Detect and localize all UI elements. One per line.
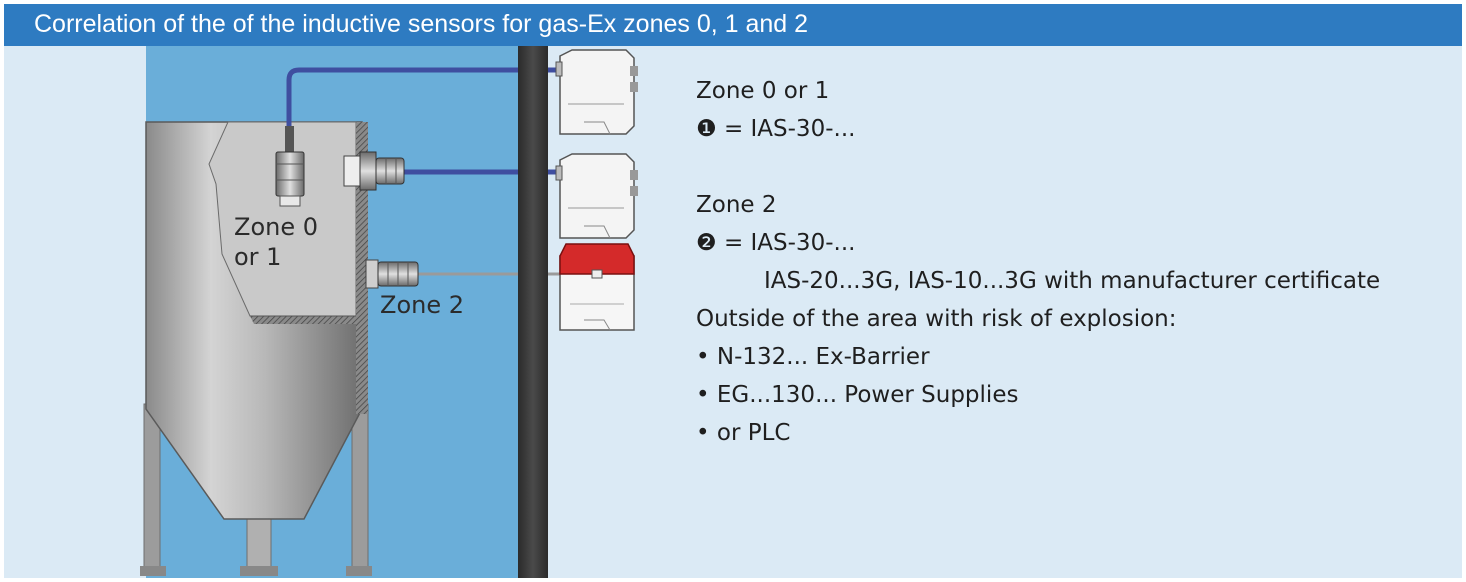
zone-label-inner: Zone 0 or 1: [234, 212, 318, 272]
zone-label-inner-line1: Zone 0: [234, 213, 318, 241]
zone-label-outer: Zone 2: [380, 291, 464, 319]
zone2-line: ❷ = IAS-30-...: [696, 228, 855, 258]
zone-label-inner-line2: or 1: [234, 243, 282, 271]
outside-heading: Outside of the area with risk of explosi…: [696, 306, 1177, 332]
separation-wall: [518, 46, 548, 578]
bullet-item: • or PLC: [696, 420, 791, 446]
diagram-illustration: [140, 46, 638, 578]
barrier-module-icon: [555, 49, 638, 135]
zone2-heading: Zone 2: [696, 192, 777, 218]
figure-title: Correlation of the of the inductive sens…: [34, 10, 809, 38]
barrier-module-icon: [555, 153, 638, 239]
bullet-item: • N-132... Ex-Barrier: [696, 344, 930, 370]
barrier-module-icon: [559, 243, 635, 331]
zone2-marker: ❷: [696, 230, 717, 256]
title-bar: Correlation of the of the inductive sens…: [4, 4, 1462, 46]
zone2-equals: = IAS-30-...: [723, 230, 856, 256]
zone01-equals: = IAS-30-...: [723, 116, 856, 142]
cable-sensor-1: [286, 67, 560, 132]
bullet-item: • EG...130... Power Supplies: [696, 382, 1019, 408]
sensor-icon: [275, 126, 305, 207]
figure-frame: Correlation of the of the inductive sens…: [4, 4, 1462, 578]
zone01-marker: ❶: [696, 116, 717, 142]
zone01-heading: Zone 0 or 1: [696, 78, 830, 104]
zone01-line: ❶ = IAS-30-...: [696, 114, 855, 144]
sensor-icon: [365, 259, 419, 289]
zone2-continuation: IAS-20...3G, IAS-10...3G with manufactur…: [764, 268, 1381, 294]
sensor-icon: [343, 151, 405, 191]
tank-illustration: [140, 121, 372, 576]
